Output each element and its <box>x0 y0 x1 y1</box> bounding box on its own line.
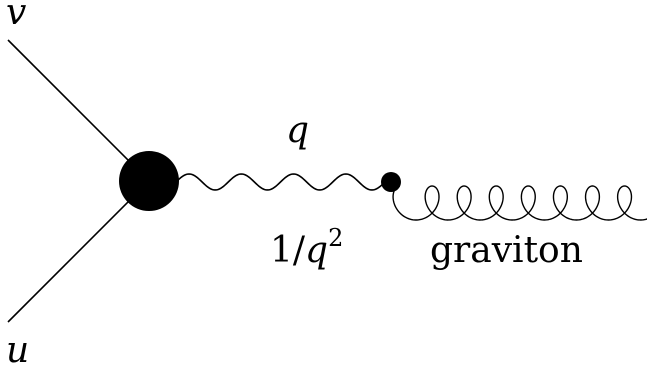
propagator-q: q <box>305 230 328 271</box>
label-q: q <box>286 110 309 151</box>
wavy-propagator <box>175 173 386 191</box>
small-vertex <box>381 172 401 192</box>
label-propagator: 1/q2 <box>270 224 343 271</box>
leg-u <box>7 181 149 323</box>
leg-v <box>7 39 149 181</box>
label-u: u <box>6 330 29 371</box>
graviton-coil <box>392 185 647 221</box>
propagator-one-over: 1/ <box>270 230 306 271</box>
propagator-exponent: 2 <box>328 224 343 252</box>
large-vertex <box>119 151 179 211</box>
label-graviton: graviton <box>430 230 583 271</box>
label-v: v <box>6 0 26 33</box>
